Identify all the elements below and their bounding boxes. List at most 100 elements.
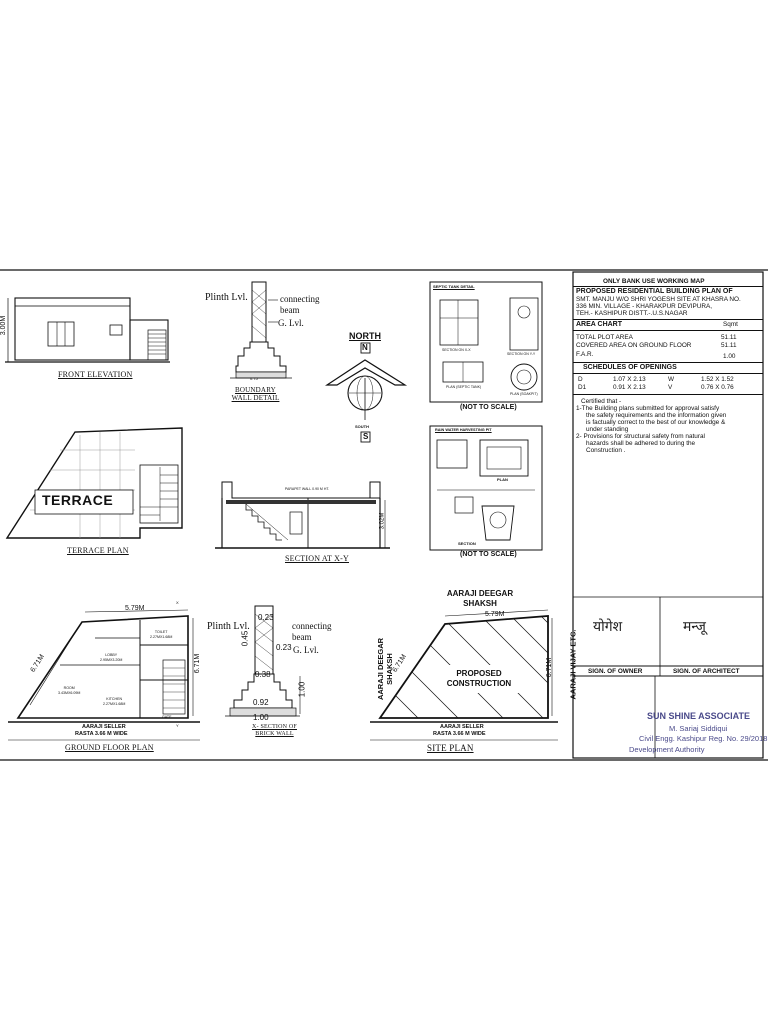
stamp-line-1: SUN SHINE ASSOCIATE (647, 711, 751, 721)
room-room-name: ROOM (63, 686, 75, 690)
tb-cert-5: 2- Provisions for structural safety from… (576, 433, 705, 440)
tb-area-row-3-value: 1.00 (723, 353, 736, 360)
room-kitchen-size: 2.27MX1.68M (103, 701, 126, 706)
tb-cert-3: is factually correct to the best of our … (586, 419, 726, 426)
bk-d1: 0.23 (258, 613, 274, 622)
north-letter: N (362, 343, 368, 352)
rainwater-pit-drawing (429, 425, 543, 551)
terrace-text: TERRACE (42, 492, 114, 508)
bk-d7: 1.00 (297, 681, 307, 698)
section-xy-drawing (215, 481, 390, 549)
bk-plinth-label: Plinth Lvl. (207, 621, 250, 632)
section-xy-label: SECTION AT X-Y (285, 554, 349, 563)
room-toilet-name: TOILET (154, 630, 168, 634)
room-room-size: 3.43MX6.09M (58, 690, 81, 695)
bk-d5: 0.92 (253, 698, 269, 707)
tb-header: ONLY BANK USE WORKING MAP (603, 278, 705, 285)
tb-open-2-b: 0.91 X 2.13 (613, 384, 646, 391)
tb-open-2-a: D1 (578, 384, 587, 391)
tb-project-title: PROPOSED RESIDENTIAL BUILDING PLAN OF (576, 288, 733, 295)
gf-road-width: RASTA 3.66 M WIDE (75, 731, 128, 737)
room-kitchen: KITCHEN 2.27MX1.68M (103, 697, 125, 706)
tb-area-row-1-label: TOTAL PLOT AREA (576, 334, 633, 341)
gf-gate: GATE (162, 715, 172, 719)
room-toilet-size: 2.27MX1.68M (150, 634, 173, 639)
sign-architect-label: SIGN. OF ARCHITECT (673, 668, 740, 675)
site-road: AARAJI SELLER (440, 724, 484, 730)
tb-cert-1: 1-The Building plans submitted for appro… (576, 405, 720, 412)
stamp-line-4: Development Authority (629, 745, 705, 754)
septic-note: (NOT TO SCALE) (460, 404, 517, 411)
tb-address-3: TEH.- KASHIPUR DISTT.-.U.S.NAGAR (576, 310, 688, 317)
tb-open-1-b: 1.07 X 2.13 (613, 376, 646, 383)
terrace-plan-label: TERRACE PLAN (67, 546, 129, 555)
site-right-dim: 6.71M (546, 657, 554, 678)
gf-road: AARAJI SELLER (82, 724, 126, 730)
room-room: ROOM 3.43MX6.09M (58, 686, 80, 695)
tb-openings-label: SCHEDULES OF OPENINGS (583, 364, 677, 371)
room-toilet: TOILET 2.27MX1.68M (150, 630, 172, 639)
tb-cert-7: Construction . (586, 447, 626, 454)
section-parapet: PARAPET WALL 0.90 M HT. (284, 487, 330, 491)
bk-ground-label: G. Lvl. (293, 645, 319, 655)
bw-beam-label: connecting beam (280, 294, 320, 315)
gf-compass-top: X (176, 600, 179, 605)
tb-address-1: SMT. MANJU W/O SHRI YOGESH SITE AT KHASR… (576, 296, 741, 303)
tb-area-chart-label: AREA CHART (576, 321, 623, 328)
gf-right-dim: 6.71M (194, 653, 202, 674)
tb-cert-4: under standing (586, 426, 629, 433)
septic-sub3: PLAN (SEPTIC TANK) (446, 385, 482, 389)
site-center: PROPOSED CONSTRUCTION (446, 669, 512, 688)
section-dim: 3.02M (379, 512, 386, 530)
rainwater-title: RAIN WATER HARVESTING PIT (435, 428, 492, 432)
rainwater-note: (NOT TO SCALE) (460, 551, 517, 558)
front-elevation-dim: 3.00M (0, 315, 8, 336)
room-kitchen-name: KITCHEN (106, 697, 123, 701)
site-plan-drawing (370, 609, 558, 741)
room-lobby-size: 2.95MX3.20M (100, 657, 123, 662)
tb-area-row-2-value: 51.11 (721, 342, 737, 349)
gf-compass-bot: Y (176, 723, 179, 728)
ground-floor-plan-label: GROUND FLOOR PLAN (65, 743, 154, 752)
bk-d4: 0.38 (255, 670, 271, 679)
bk-beam-label: connecting beam (292, 621, 332, 642)
rainwater-section: SECTION (458, 541, 476, 546)
tb-area-row-3-label: F.A.R. (576, 351, 594, 358)
boundary-wall-label: BOUNDARY WALL DETAIL (231, 386, 280, 402)
front-elevation-label: FRONT ELEVATION (58, 370, 133, 379)
brick-wall-section-drawing (225, 605, 301, 717)
owner-signature: योगेश (593, 619, 623, 635)
front-elevation-drawing (5, 297, 170, 363)
architect-signature: मन्जू (683, 619, 706, 635)
tb-area-unit: Sqmt (723, 321, 738, 328)
room-lobby-name: LOBBY (105, 653, 118, 657)
septic-sub4: PLAN (SOAKPIT) (510, 392, 538, 396)
terrace-plan-drawing (5, 427, 183, 539)
title-block: ONLY BANK USE WORKING MAP PROPOSED RESID… (573, 272, 767, 758)
tb-open-2-c: V (668, 384, 673, 391)
stamp-line-2: M. Sariaj Siddiqui (669, 724, 728, 733)
north-label: NORTH (349, 331, 381, 341)
septic-tank-drawing (429, 281, 543, 403)
tb-open-1-d: 1.52 X 1.52 (701, 376, 734, 383)
rainwater-plan: PLAN (497, 477, 508, 482)
site-width: 5.79M (485, 611, 505, 618)
tb-open-1-a: D (578, 376, 583, 383)
brick-wall-label: X- SECTION OF BRICK WALL (252, 724, 297, 737)
site-road-width: RASTA 3.66 M WIDE (433, 731, 486, 737)
sign-owner-label: SIGN. OF OWNER (588, 668, 643, 675)
tb-open-1-c: W (668, 376, 675, 383)
septic-sub2: SECTION ON Y-Y (507, 352, 536, 356)
south-label: SOUTH (355, 424, 369, 429)
bk-d2: 0.45 (240, 630, 250, 647)
tb-area-row-1-value: 51.11 (721, 334, 737, 341)
room-lobby: LOBBY 2.95MX3.20M (100, 653, 122, 662)
septic-sub1: SECTION ON X-X (442, 348, 471, 352)
tb-cert-0: Certified that - (581, 398, 622, 405)
tb-open-2-d: 0.76 X 0.76 (701, 384, 734, 391)
ground-floor-plan-drawing (8, 609, 200, 741)
site-top: AARAJI DEEGAR SHAKSH (446, 589, 514, 608)
tb-address-2: 336 MIN. VILLAGE - KHARAKPUR DEVIPURA, (576, 303, 713, 310)
north-symbol (324, 342, 408, 443)
